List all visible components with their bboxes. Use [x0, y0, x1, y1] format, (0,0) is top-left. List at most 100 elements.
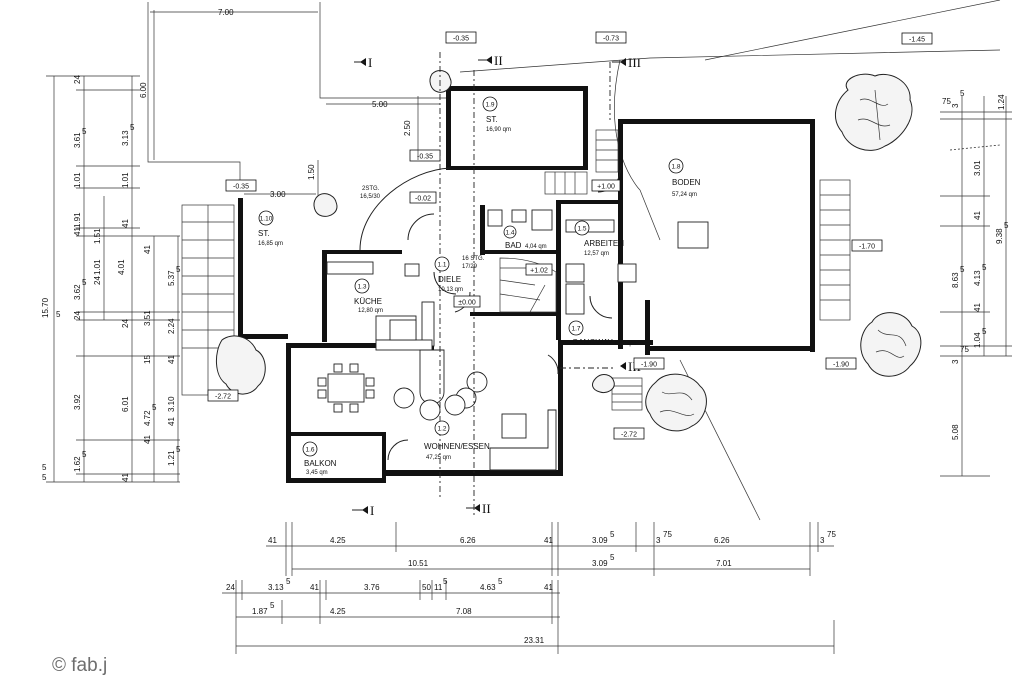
dim-label: 4.63 — [480, 583, 496, 592]
svg-text:±0.00: ±0.00 — [458, 300, 476, 307]
room-label: 1.2 WOHNEN/ESSEN 47,25 qm — [424, 420, 490, 461]
section-label-iii-top: III — [628, 55, 641, 70]
dim-label: 3 — [820, 536, 825, 545]
svg-text:1.1: 1.1 — [437, 262, 446, 269]
dim-label: 2.50 — [403, 120, 412, 136]
dim-label: 7.08 — [456, 607, 472, 616]
copyright-watermark: © fab.j — [52, 655, 108, 676]
dim-sup: 5 — [176, 445, 181, 454]
dim-label: 5.08 — [951, 424, 960, 440]
dim-label: 3.62 — [73, 284, 82, 300]
left-dimensions — [46, 75, 180, 483]
svg-text:47,25 qm: 47,25 qm — [426, 455, 451, 461]
dim-label: 24 — [73, 311, 82, 320]
level-box: -2.72 — [207, 389, 239, 402]
bottom-dimensions — [222, 522, 835, 654]
svg-text:ST.: ST. — [486, 115, 498, 124]
svg-text:+1.02: +1.02 — [530, 268, 548, 275]
dim-label: 10.51 — [408, 559, 429, 568]
svg-text:-0.35: -0.35 — [417, 154, 433, 161]
svg-text:4,04 qm: 4,04 qm — [525, 244, 547, 250]
dim-label: 1.51 — [93, 228, 102, 244]
dim-label: 24 — [226, 583, 235, 592]
room-label: 1.1 DIELE 10,13 qm — [434, 256, 463, 293]
walls — [238, 86, 815, 483]
dim-label: 41 — [268, 536, 277, 545]
dim-label: 3 — [951, 359, 960, 364]
dim-label: 11 — [434, 583, 443, 592]
dim-label: 3.01 — [973, 160, 982, 176]
dim-sup: 5 — [82, 450, 87, 459]
svg-text:-2.72: -2.72 — [215, 394, 231, 401]
room-label: 1.7 GANGWAY 1,62 qm — [568, 320, 636, 347]
dim-label: 41 — [544, 536, 553, 545]
dim-sup: 5 — [42, 473, 47, 482]
dim-sup: 75 — [942, 97, 951, 106]
dim-label: 3.92 — [73, 394, 82, 410]
dim-label: 6.26 — [460, 536, 476, 545]
svg-text:-0.35: -0.35 — [453, 36, 469, 43]
svg-text:1.4: 1.4 — [505, 230, 514, 237]
dim-label: 41 — [143, 435, 152, 444]
dim-label: 5.37 — [167, 270, 176, 286]
svg-text:1.9: 1.9 — [485, 102, 494, 109]
level-box: -0.73 — [595, 31, 627, 44]
dim-sup: 5 — [82, 127, 87, 136]
room-label: 1.5 ARBEITEN 12,57 qm — [574, 220, 624, 257]
dim-label: 1.01 — [121, 172, 130, 188]
dim-label: 9.38 — [995, 228, 1004, 244]
dim-sup: 5 — [610, 553, 615, 562]
level-box: -1.45 — [901, 32, 933, 45]
dim-label: 7.00 — [218, 8, 234, 17]
dim-label: 41 — [973, 303, 982, 312]
level-box: -2.72 — [613, 427, 645, 440]
dim-label: 41 — [121, 473, 130, 482]
dim-label: 1.01 — [73, 172, 82, 188]
stair-label: 17/29 — [462, 264, 478, 270]
level-box: -1.70 — [851, 239, 883, 252]
right-dimensions — [940, 96, 1012, 477]
section-label-i-top: I — [368, 55, 372, 70]
trees — [216, 70, 922, 432]
dim-label: 4.25 — [330, 536, 346, 545]
dim-label: 4.13 — [973, 270, 982, 286]
stair-label: 2STG. — [362, 186, 380, 192]
dim-label: 41 — [167, 417, 176, 426]
dim-sup: 5 — [982, 263, 987, 272]
dim-label: 8.63 — [951, 272, 960, 288]
dim-label: 3.13 — [121, 130, 130, 146]
dim-sup: 5 — [443, 577, 448, 586]
dim-label: 3.61 — [73, 132, 82, 148]
svg-text:-0.02: -0.02 — [415, 196, 431, 203]
svg-text:12,80 qm: 12,80 qm — [358, 308, 383, 314]
dim-sup: 75 — [827, 530, 836, 539]
svg-text:-1.90: -1.90 — [641, 362, 657, 369]
dim-sup: 5 — [176, 265, 181, 274]
dim-label: 3 — [951, 103, 960, 108]
level-box: -0.35 — [445, 31, 477, 44]
level-box: +1.02 — [525, 263, 553, 276]
svg-text:-0.35: -0.35 — [233, 184, 249, 191]
svg-text:-1.70: -1.70 — [859, 244, 875, 251]
svg-text:+1.00: +1.00 — [597, 184, 615, 191]
svg-text:10,13 qm: 10,13 qm — [438, 287, 463, 293]
level-box: -0.35 — [409, 149, 441, 162]
stair-label: 16 STG. — [462, 256, 485, 262]
svg-text:3,45 qm: 3,45 qm — [306, 470, 328, 476]
dim-label: 24 — [93, 276, 102, 285]
svg-text:-2.72: -2.72 — [621, 432, 637, 439]
dim-label: 41 — [167, 355, 176, 364]
dim-label: 3.10 — [167, 396, 176, 412]
dim-label: 41 — [143, 245, 152, 254]
dim-label: 15 — [143, 355, 152, 364]
dim-label: 1.21 — [167, 450, 176, 466]
svg-text:16,85 qm: 16,85 qm — [258, 241, 283, 247]
dim-label: 1.01 — [93, 259, 102, 275]
svg-text:1.5: 1.5 — [577, 226, 586, 233]
dim-label: 24 — [73, 75, 82, 84]
svg-text:ST.: ST. — [258, 229, 270, 238]
svg-text:1.7: 1.7 — [571, 326, 580, 333]
dim-label: 3 — [656, 536, 661, 545]
svg-text:ARBEITEN: ARBEITEN — [584, 239, 624, 248]
